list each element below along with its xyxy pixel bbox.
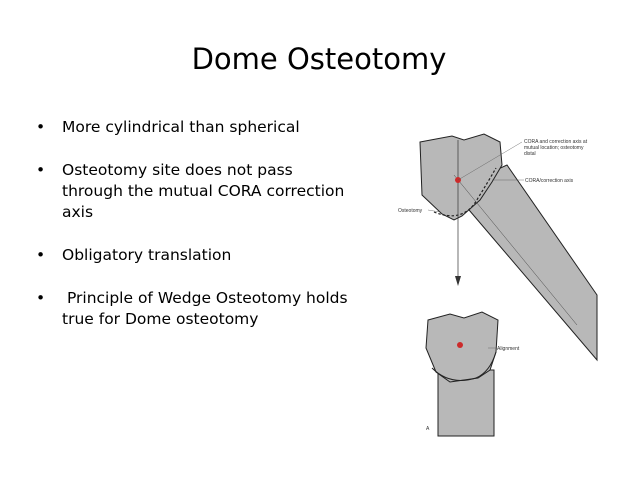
bullet-item: • More cylindrical than spherical	[36, 117, 356, 138]
cora-label-line3: distal	[524, 151, 536, 157]
alignment-label: Alignment	[497, 346, 520, 352]
bullet-text: Obligatory translation	[62, 246, 232, 264]
osteotomy-arc	[433, 167, 497, 217]
osteotomy-diagram: CORA and correction axis at mutual locat…	[398, 133, 598, 437]
bullet-item: • Principle of Wedge Osteotomy holds tru…	[36, 288, 356, 330]
lower-bone-shaft	[437, 369, 495, 437]
alignment-point	[457, 342, 463, 348]
bullet-text: More cylindrical than spherical	[62, 118, 300, 136]
bullet-list: • More cylindrical than spherical • Oste…	[36, 117, 356, 352]
osteotomy-label: Osteotomy	[398, 208, 423, 214]
osteotomy-leader-line	[427, 209, 441, 213]
dome-osteotomy-figure: CORA and correction axis at mutual locat…	[392, 120, 602, 440]
bullet-item: • Osteotomy site does not pass through t…	[36, 160, 356, 223]
arrow-head-icon	[455, 276, 461, 286]
lower-osteotomy-arc	[431, 351, 497, 381]
bullet-dot: •	[36, 289, 46, 307]
cora-label-line2: mutual location; osteotomy	[524, 145, 584, 151]
bullet-dot: •	[36, 246, 46, 264]
slide-title: Dome Osteotomy	[191, 42, 447, 76]
bullet-dot: •	[36, 118, 46, 136]
bullet-dot: •	[36, 161, 46, 179]
correction-axis-line	[453, 174, 578, 326]
bullet-text: Osteotomy site does not pass through the…	[62, 161, 345, 221]
correction-axis-label: CORA/correction axis	[525, 178, 574, 184]
cora-leader-line	[457, 141, 523, 181]
cora-label-line1: CORA and correction axis at	[524, 139, 588, 145]
bullet-item: • Obligatory translation	[36, 245, 356, 266]
panel-label: A	[426, 426, 430, 432]
upper-bone-head	[419, 133, 503, 221]
bullet-text: Principle of Wedge Osteotomy holds true …	[62, 289, 353, 328]
